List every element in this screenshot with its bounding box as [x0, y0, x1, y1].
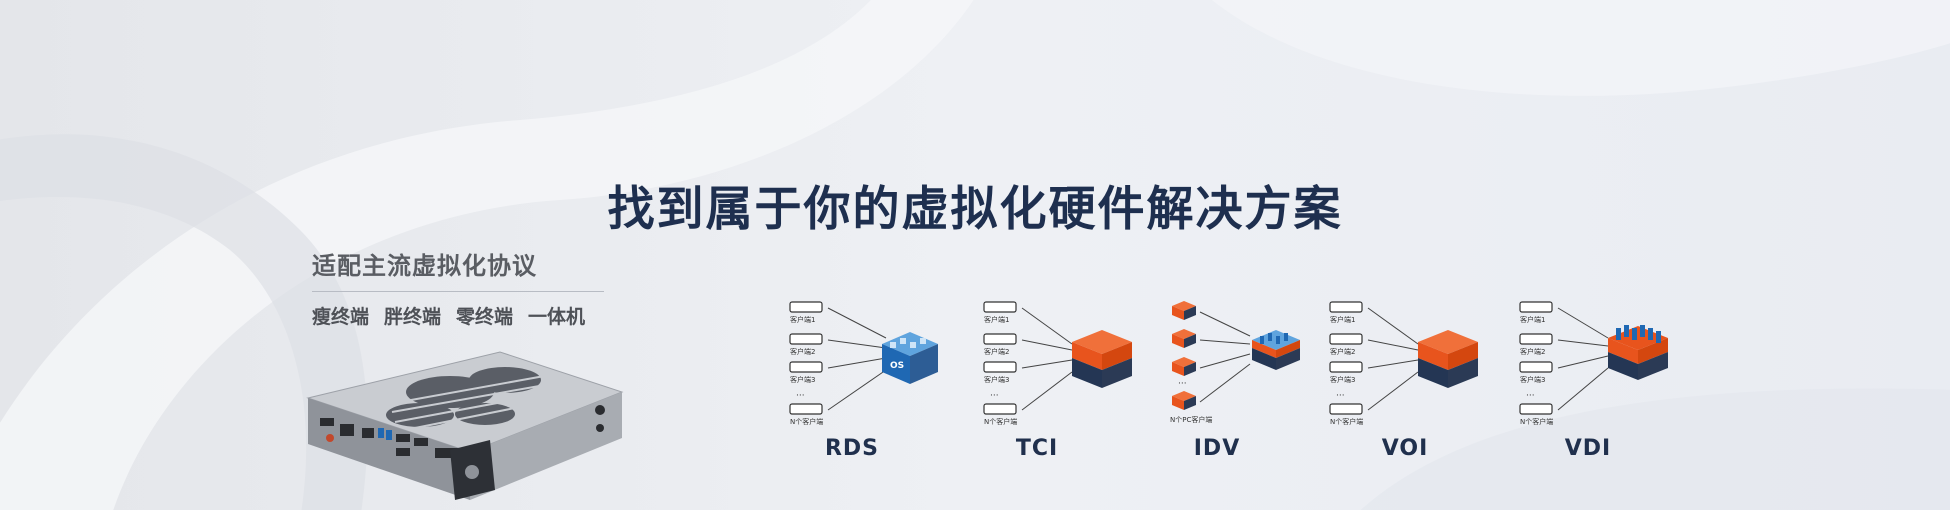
mini-pc-device-image — [306, 351, 624, 500]
page-headline: 找到属于你的虚拟化硬件解决方案 — [607, 182, 1343, 237]
server-cube-icon — [1252, 330, 1300, 370]
client-label: 客户端1 — [1330, 315, 1355, 324]
client-label: 客户端3 — [1520, 375, 1545, 384]
svg-text:···: ··· — [1526, 391, 1535, 401]
client-icon — [1329, 301, 1363, 415]
client-label: 客户端3 — [1330, 375, 1355, 384]
protocol-subtitle: 适配主流虚拟化协议 — [312, 246, 604, 292]
terminal-type-thin: 瘦终端 — [312, 306, 370, 328]
client-label: 客户端2 — [1330, 347, 1355, 356]
voi-diagram: 客户端1 客户端2 客户端3 ··· N个客户端 — [1329, 301, 1478, 426]
client-label: 客户端2 — [984, 347, 1009, 356]
client-label: 客户端3 — [790, 375, 815, 384]
server-os-label: OS — [890, 361, 904, 371]
client-label: N个客户端 — [790, 417, 823, 426]
tci-diagram: 客户端1 客户端2 客户端3 ··· N个客户端 — [983, 301, 1132, 426]
pc-client-cube-icon — [1172, 301, 1196, 410]
server-cube-icon — [1608, 325, 1668, 380]
diagram-label-vdi: VDI — [1564, 436, 1612, 461]
client-icon — [1519, 301, 1553, 415]
client-icon — [789, 301, 823, 415]
client-label: 客户端3 — [984, 375, 1009, 384]
idv-diagram: ··· N个PC客户端 — [1170, 301, 1300, 424]
client-label: N个客户端 — [1330, 417, 1363, 426]
diagram-label-voi: VOI — [1381, 436, 1429, 461]
diagram-label-idv: IDV — [1193, 436, 1241, 461]
client-label: 客户端2 — [790, 347, 815, 356]
vdi-diagram: 客户端1 客户端2 客户端3 ··· N个客户端 — [1519, 301, 1668, 426]
client-label: 客户端1 — [1520, 315, 1545, 324]
svg-text:···: ··· — [1336, 391, 1345, 401]
terminal-types: 瘦终端 胖终端 零终端 一体机 — [312, 302, 612, 329]
client-label: 客户端1 — [984, 315, 1009, 324]
rds-diagram: 客户端1 客户端2 客户端3 ··· N个客户端 OS — [789, 301, 938, 426]
client-label: N个客户端 — [1520, 417, 1553, 426]
product-info: 适配主流虚拟化协议 瘦终端 胖终端 零终端 一体机 — [312, 246, 612, 329]
terminal-type-fat: 胖终端 — [384, 306, 442, 328]
client-label: 客户端1 — [790, 315, 815, 324]
svg-text:···: ··· — [1178, 379, 1187, 389]
svg-text:···: ··· — [796, 391, 805, 401]
client-label: N个PC客户端 — [1170, 415, 1212, 424]
client-label: 客户端2 — [1520, 347, 1545, 356]
client-label: N个客户端 — [984, 417, 1017, 426]
terminal-type-allinone: 一体机 — [528, 306, 586, 328]
diagram-label-rds: RDS — [824, 436, 880, 461]
terminal-type-zero: 零终端 — [456, 306, 514, 328]
client-icon — [983, 301, 1017, 415]
server-cube-icon: OS — [882, 332, 938, 384]
diagram-label-tci: TCI — [1015, 436, 1059, 461]
server-cube-icon — [1418, 330, 1478, 388]
server-cube-icon — [1072, 330, 1132, 388]
svg-text:···: ··· — [990, 391, 999, 401]
